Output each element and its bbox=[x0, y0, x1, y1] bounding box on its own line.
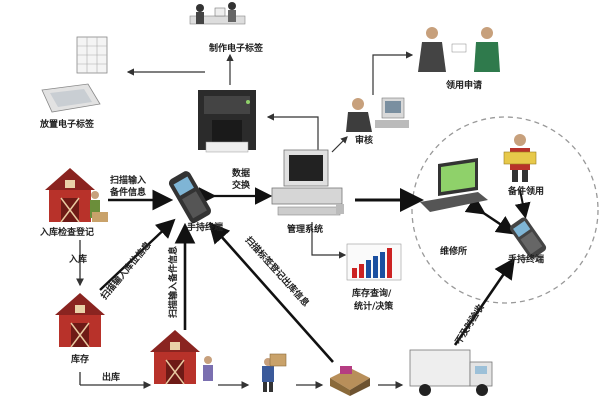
bar-chart-icon bbox=[346, 243, 402, 281]
label-scan-location: 扫描输入库位信息 bbox=[98, 239, 153, 302]
label-make-tag: 制作电子标签 bbox=[209, 42, 264, 54]
repair-station-boundary bbox=[411, 116, 599, 304]
label-printer-icon bbox=[198, 90, 256, 153]
label-scan-parts: 扫描输入备件信息 bbox=[167, 246, 179, 318]
label-inbound: 入库 bbox=[68, 253, 87, 265]
warehouse-inbound-icon bbox=[44, 167, 108, 223]
label-inventory-1: 库存查询/ bbox=[352, 287, 392, 299]
arrow-review-to-apply bbox=[372, 51, 414, 95]
handheld-terminal-icon bbox=[168, 171, 212, 223]
laptop-icon bbox=[420, 158, 488, 212]
arrow-system-to-chart bbox=[311, 222, 347, 259]
label-outbound: 出库 bbox=[102, 371, 120, 383]
tag-sheets-icon bbox=[41, 36, 108, 113]
handheld-terminal-right-icon bbox=[509, 217, 547, 259]
label-repair-station: 维修所 bbox=[440, 245, 467, 257]
worker-with-part-icon bbox=[503, 134, 537, 182]
porter-with-box-icon bbox=[262, 353, 287, 392]
arrow-parcel-to-handheld bbox=[208, 222, 334, 363]
label-no-return: 不及时验收 bbox=[452, 302, 486, 347]
delivery-truck-icon bbox=[409, 349, 493, 396]
label-review: 审核 bbox=[355, 134, 373, 146]
label-handheld-main: 手持终端 bbox=[187, 221, 223, 233]
label-handheld-right: 手持终端 bbox=[508, 253, 544, 265]
arrow-receive-to-handheld bbox=[514, 189, 531, 219]
arrow-stock-to-handheld bbox=[99, 218, 176, 291]
label-spare-receive: 备件领用 bbox=[507, 185, 544, 197]
handshake-people-icon bbox=[418, 27, 500, 72]
label-stock: 库存 bbox=[71, 353, 89, 365]
label-scan-in-1: 扫描输入 bbox=[110, 174, 146, 186]
warehouse-outbound-icon bbox=[149, 329, 213, 385]
warehouse-stock-icon bbox=[54, 292, 106, 348]
arrow-system-to-review bbox=[331, 136, 348, 153]
arrow-system-to-printer bbox=[266, 113, 319, 150]
desktop-computer-icon bbox=[271, 149, 344, 216]
arrow-truck-to-handheld bbox=[453, 257, 515, 346]
label-receive-apply: 领用申请 bbox=[446, 79, 482, 91]
arrow-laptop-handheld bbox=[464, 196, 516, 235]
parcel-boxes-icon bbox=[330, 366, 370, 396]
office-workers-icon bbox=[189, 2, 246, 25]
label-data-exchange-1: 数据 bbox=[232, 167, 250, 179]
label-scan-in-2: 备件信息 bbox=[109, 186, 146, 198]
label-inventory-2: 统计/决策 bbox=[354, 300, 394, 312]
label-inbound-register: 入库检查登记 bbox=[39, 226, 94, 238]
reviewer-icon bbox=[346, 97, 409, 132]
label-data-exchange-2: 交换 bbox=[232, 179, 251, 191]
label-place-tag: 放置电子标签 bbox=[39, 118, 95, 130]
label-mgmt-system: 管理系统 bbox=[287, 223, 323, 235]
